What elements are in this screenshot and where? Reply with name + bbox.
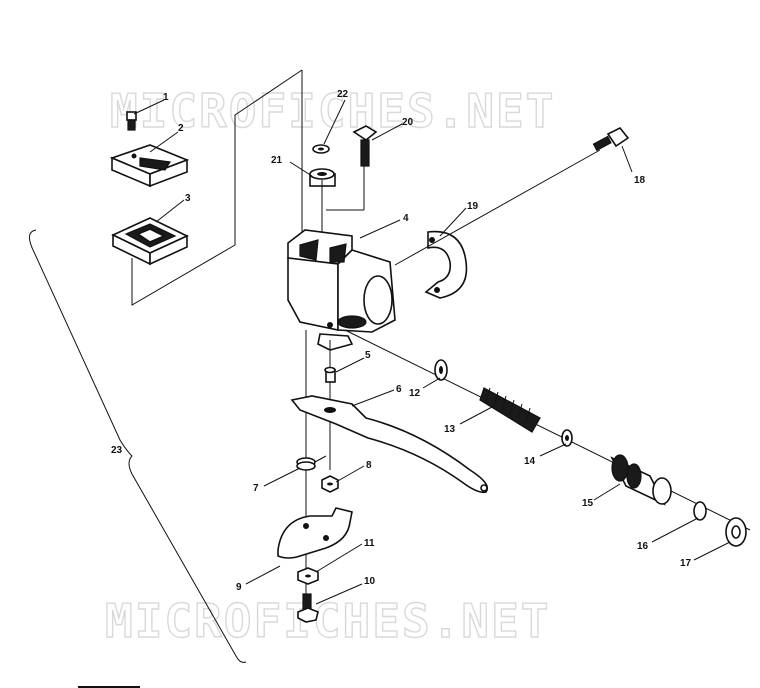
callout-13: 13 bbox=[444, 424, 456, 435]
part-12-washer bbox=[434, 359, 448, 381]
callout-22: 22 bbox=[337, 89, 349, 100]
part-5-pivot-bushing bbox=[324, 366, 336, 383]
callout-1: 1 bbox=[163, 92, 169, 103]
watermark-bottom: MICROFICHES.NET bbox=[105, 594, 550, 648]
part-9-bracket bbox=[277, 507, 353, 559]
leader-lines bbox=[133, 99, 731, 605]
callout-14: 14 bbox=[524, 456, 536, 467]
callout-10: 10 bbox=[364, 576, 376, 587]
part-19-clamp bbox=[424, 230, 468, 299]
callout-4: 4 bbox=[403, 213, 409, 224]
assembly-brace bbox=[29, 229, 247, 663]
callout-20: 20 bbox=[402, 117, 414, 128]
part-22-washer bbox=[312, 144, 330, 154]
part-16-ring bbox=[693, 501, 707, 521]
reservoir-reference-frame bbox=[131, 69, 303, 306]
part-6-brake-lever bbox=[290, 395, 489, 494]
part-13-spring bbox=[479, 387, 541, 433]
part-3-diaphragm bbox=[111, 217, 189, 266]
part-15-piston bbox=[610, 454, 672, 506]
part-17-washer bbox=[725, 517, 747, 547]
part-4-master-cylinder-body bbox=[287, 229, 396, 351]
callout-19: 19 bbox=[467, 201, 479, 212]
callout-2: 2 bbox=[178, 123, 184, 134]
part-20-bolt bbox=[352, 125, 378, 167]
callout-12: 12 bbox=[409, 388, 421, 399]
callout-21: 21 bbox=[271, 155, 283, 166]
callout-9: 9 bbox=[236, 582, 242, 593]
callout-8: 8 bbox=[366, 460, 372, 471]
callout-23: 23 bbox=[111, 445, 123, 456]
callout-6: 6 bbox=[396, 384, 402, 395]
callout-16: 16 bbox=[637, 541, 649, 552]
part-7-return-spring bbox=[296, 455, 327, 471]
callout-5: 5 bbox=[365, 350, 371, 361]
part-2-reservoir-cap bbox=[109, 144, 190, 188]
callout-7: 7 bbox=[253, 483, 259, 494]
part-18-long-bolt bbox=[592, 126, 630, 152]
part-1-screw bbox=[126, 111, 137, 131]
part-8-nut bbox=[321, 475, 339, 493]
callout-17: 17 bbox=[680, 558, 692, 569]
part-14-washer bbox=[561, 429, 573, 447]
callout-15: 15 bbox=[582, 498, 594, 509]
callout-3: 3 bbox=[185, 193, 191, 204]
part-11-nut bbox=[297, 567, 319, 585]
callout-11: 11 bbox=[364, 538, 375, 549]
callout-18: 18 bbox=[634, 175, 646, 186]
watermark-top: MICROFICHES.NET bbox=[110, 84, 555, 138]
part-10-bolt bbox=[297, 593, 319, 623]
